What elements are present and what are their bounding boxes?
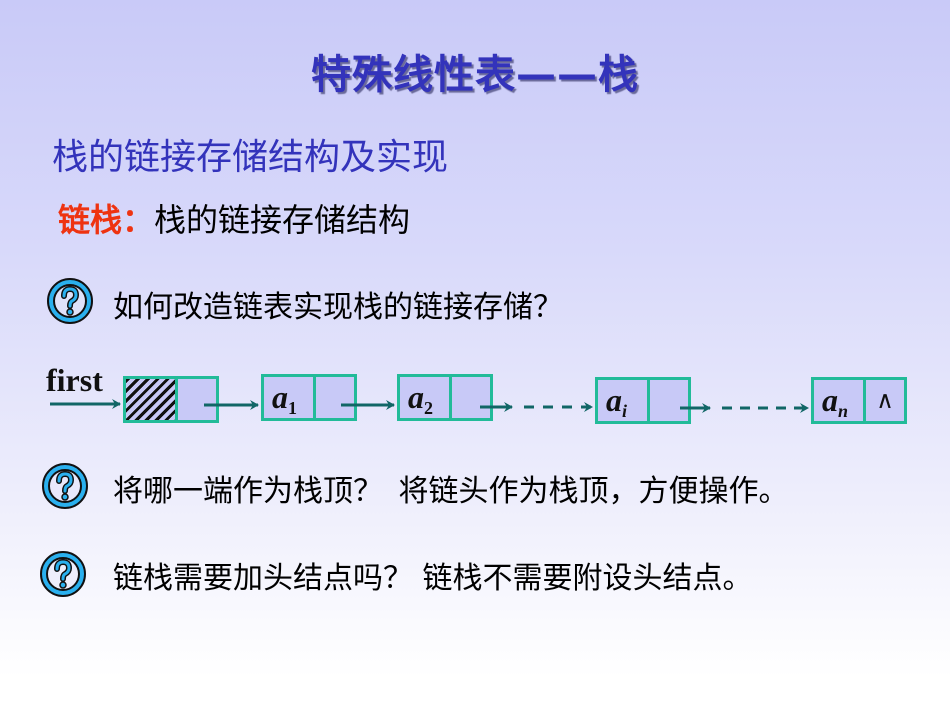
list-node-ai: ai <box>595 377 691 424</box>
section-heading: 栈的链接存储结构及实现 <box>52 137 449 178</box>
definition-line: 链栈：栈的链接存储结构 <box>58 195 410 241</box>
question-row-1 <box>45 276 95 330</box>
list-node-a2: a2 <box>397 374 493 421</box>
question-row-2 <box>40 461 90 515</box>
node-data-cell: a2 <box>400 377 452 418</box>
head-pointer-label: first <box>46 362 103 398</box>
node-data-cell: a1 <box>264 377 316 418</box>
question-row-3 <box>38 549 88 603</box>
question-3-text: 链栈需要加头结点吗？ <box>113 561 413 596</box>
head-node-data-cell <box>126 379 178 420</box>
question-circle-icon <box>47 278 93 324</box>
list-node-an: an ∧ <box>811 377 907 424</box>
answer-2-text: 将链头作为栈顶，方便操作。 <box>398 474 789 509</box>
question-circle-icon <box>40 551 86 597</box>
question-1-text: 如何改造链表实现栈的链接存储？ <box>113 290 563 325</box>
node-next-cell: ∧ <box>866 380 904 421</box>
question-3-line: 链栈需要加头结点吗？ 链栈不需要附设头结点。 <box>113 553 753 597</box>
slide-title: 特殊线性表——栈 <box>311 52 639 98</box>
question-2-text: 将哪一端作为栈顶？ <box>113 474 383 509</box>
list-node-a1: a1 <box>261 374 357 421</box>
question-circle-icon <box>42 463 88 509</box>
answer-3-text: 链栈不需要附设头结点。 <box>422 561 753 596</box>
head-node <box>123 376 219 423</box>
question-2-line: 将哪一端作为栈顶？ 将链头作为栈顶，方便操作。 <box>113 466 789 510</box>
definition-text: 栈的链接存储结构 <box>154 201 411 239</box>
null-pointer-symbol: ∧ <box>876 386 894 414</box>
node-data-cell: an <box>814 380 866 421</box>
definition-term: 链栈： <box>58 201 155 239</box>
node-data-cell: ai <box>598 380 650 421</box>
